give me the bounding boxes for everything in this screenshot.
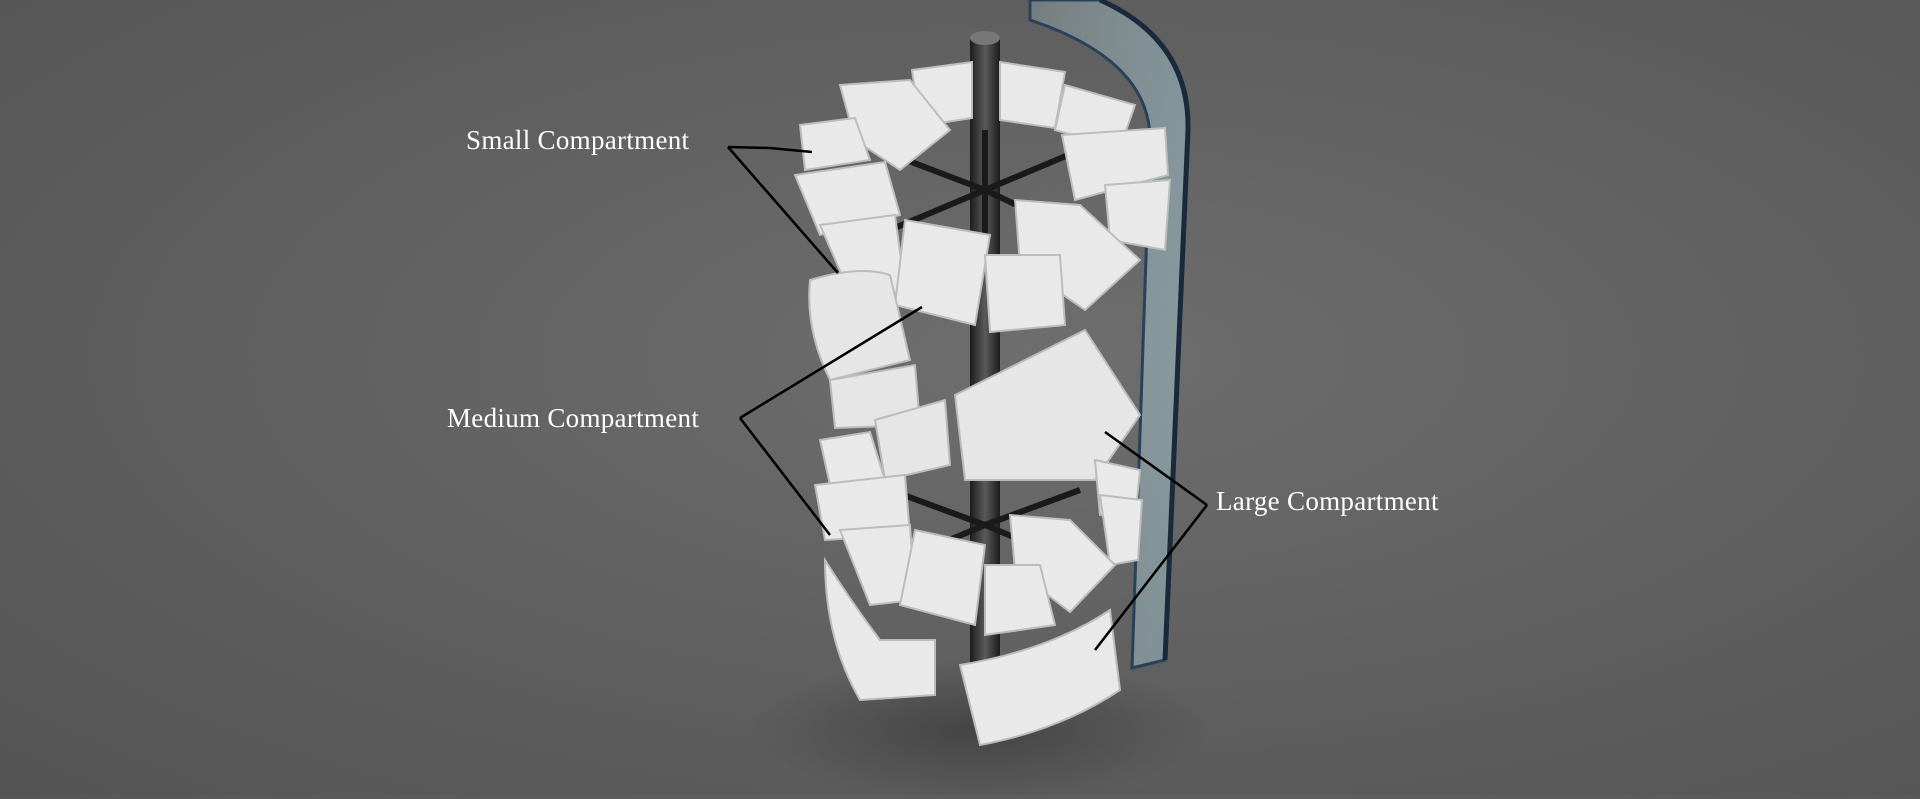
upper-ring xyxy=(793,60,1172,334)
leader-line-large xyxy=(1094,504,1208,651)
compartment-bin xyxy=(808,270,912,382)
compartment-bin xyxy=(873,398,952,482)
compartment-bin xyxy=(958,608,1122,747)
leader-lines xyxy=(727,145,1208,651)
label-small-compartment: Small Compartment xyxy=(466,125,690,155)
middle-ring xyxy=(808,270,1142,482)
compartment-bin xyxy=(999,60,1067,130)
compartment-bin xyxy=(893,218,992,327)
compartment-bin xyxy=(823,556,936,702)
compartment-bin xyxy=(1008,513,1117,614)
lower-ring xyxy=(813,430,1144,747)
label-medium-compartment: Medium Compartment xyxy=(447,403,700,433)
compartment-bin xyxy=(1103,178,1172,252)
compartment-bin xyxy=(953,328,1142,481)
leader-line-large xyxy=(1104,430,1208,507)
compartment-bin xyxy=(818,430,887,487)
leader-line-small xyxy=(727,145,813,154)
compartment-bin xyxy=(798,116,872,172)
compartment-bin xyxy=(793,160,902,237)
label-large-compartment: Large Compartment xyxy=(1216,486,1439,516)
compartment-bin xyxy=(898,528,987,627)
leader-line-medium xyxy=(739,305,923,420)
compartment-bin xyxy=(984,564,1057,637)
compartment-bin xyxy=(983,254,1067,334)
glass-shield-edge xyxy=(1098,0,1191,661)
leader-line-small xyxy=(727,146,839,274)
leader-line-medium xyxy=(739,417,831,536)
column-cap xyxy=(970,31,1000,45)
compartment-bin xyxy=(1098,493,1144,567)
